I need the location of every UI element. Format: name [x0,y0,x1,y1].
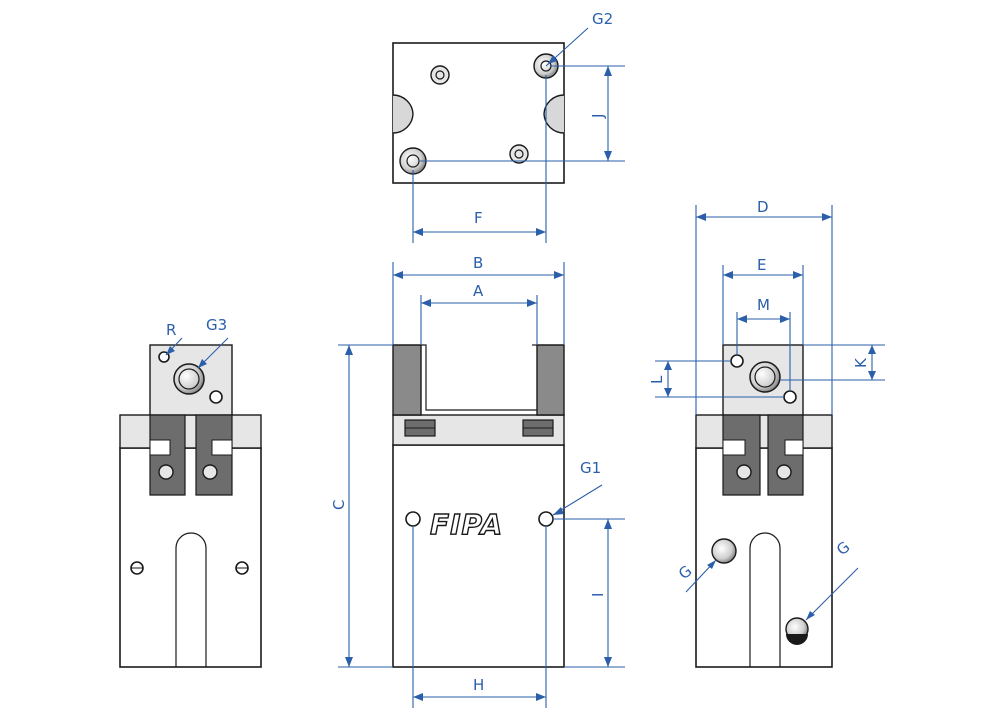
side-guide-right [695,414,833,449]
screw-icon [158,464,174,480]
dimensions [165,27,885,708]
label-f: F [474,209,483,227]
g-port-left-icon [711,538,737,564]
side-guide-left [119,414,262,449]
label-g-right: G [833,538,853,559]
screw-icon [736,464,752,480]
right-jaw [536,344,565,416]
port-icon [749,361,781,393]
screw-head-icon [509,144,529,164]
small-hole-icon [783,390,797,404]
hex-socket-icon [435,70,445,80]
right-side-view [695,344,833,668]
guide-slot [175,532,207,667]
hex-socket-icon [514,149,524,159]
label-m: M [757,296,770,314]
top-view [392,42,565,184]
screw-icon [776,464,792,480]
label-r: R [166,321,176,339]
side-body-left [119,447,262,668]
mounting-hole-inner-icon [406,154,420,168]
label-h: H [473,676,484,694]
label-g3: G3 [206,316,227,334]
screw-head-icon [430,65,450,85]
brand-logo: FIPA [430,508,503,541]
g3-port-icon [173,363,205,395]
g1-port-right-icon [538,511,554,527]
label-g-left: G [675,562,695,583]
label-l: L [648,375,666,384]
g1-port-left-icon [405,511,421,527]
left-side-view [119,344,262,668]
label-b: B [473,254,483,272]
label-c: C [330,500,348,510]
label-g1: G1 [580,459,601,477]
guide-slot [749,532,781,667]
label-k: K [852,357,870,368]
gripper-body [392,444,565,668]
l-hole-icon [730,354,744,368]
label-j: J [589,114,607,119]
left-jaw [392,344,422,416]
label-g2: G2 [592,10,613,28]
label-i: I [589,593,607,597]
label-d: D [757,198,769,216]
small-hole-icon [209,390,223,404]
label-a: A [473,282,484,300]
side-port-icon [543,94,565,134]
label-e: E [757,256,766,274]
screw-icon [202,464,218,480]
front-view: FIPA [392,344,565,668]
